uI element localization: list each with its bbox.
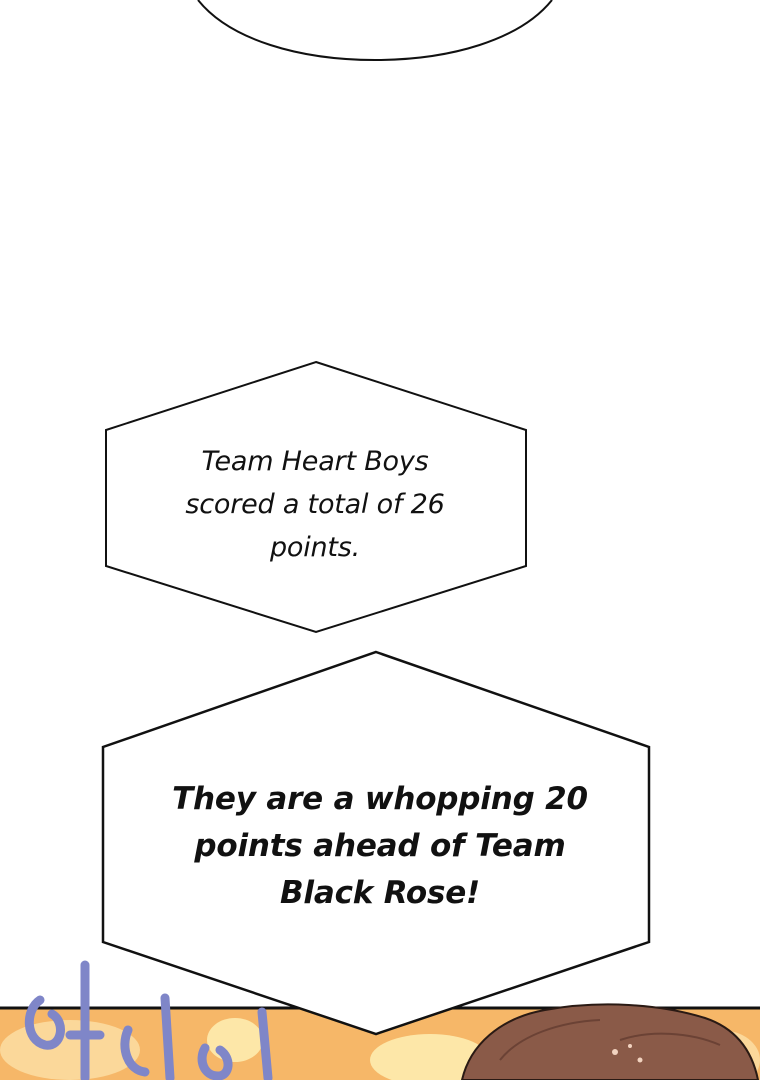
character-hair-strand	[499, 1019, 601, 1061]
narration-line: scored a total of 26	[185, 489, 445, 520]
hair-highlight	[637, 1057, 643, 1063]
sound-effect-art	[24, 960, 273, 1080]
top-speech-bubble-fragment	[197, 0, 553, 62]
character-hair	[460, 1003, 760, 1080]
narration-box-2	[101, 650, 651, 1036]
narration-text-1: Team Heart Boys scored a total of 26 poi…	[150, 440, 480, 569]
narration-box-1	[105, 360, 527, 634]
panel-light-blob	[0, 1020, 140, 1080]
narration-line: Team Heart Boys	[201, 446, 429, 477]
narration-line: points ahead of Team	[194, 828, 566, 864]
hair-highlight	[612, 1049, 618, 1055]
panel-light-blob	[370, 1034, 490, 1080]
narration-text-2: They are a whopping 20 points ahead of T…	[170, 776, 590, 917]
narration-line: points.	[269, 532, 361, 563]
character-hair-strand	[619, 1032, 721, 1046]
panel-light-blob	[207, 1018, 263, 1062]
narration-line: They are a whopping 20	[172, 781, 588, 817]
hair-highlight	[628, 1044, 632, 1048]
narration-line: Black Rose!	[280, 875, 480, 911]
